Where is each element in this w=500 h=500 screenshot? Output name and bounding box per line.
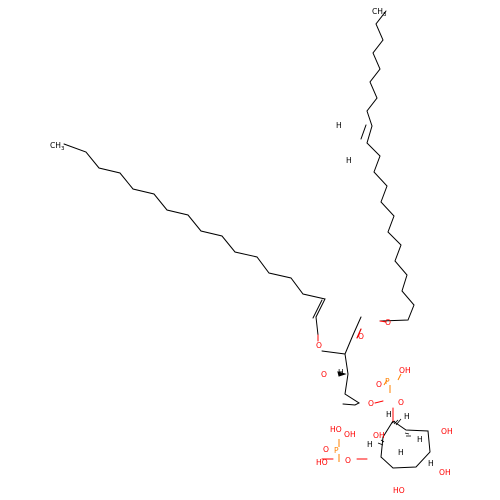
atom-label-h-ring-c: H (404, 412, 410, 421)
atom-label-h-vinyl-2: H (346, 156, 352, 165)
atom-label-h-vinyl-1: H (336, 121, 342, 130)
bond-lines (63, 10, 431, 469)
atom-label-h-glycerol: H (338, 368, 344, 377)
carbonyl-o-upper (379, 320, 387, 323)
atom-label-o-ester-left: O (321, 370, 327, 379)
atom-label-p-upper: P (385, 377, 390, 386)
hash-bond-ring-2 (377, 439, 385, 446)
atom-label-h-ring-e: H (428, 459, 434, 468)
atom-label-o-glycerol-p: O (368, 399, 374, 408)
atom-label-o-ring-p-lower: O (345, 456, 351, 465)
atom-label-ho-ring: HO (393, 486, 405, 495)
acyl-carbonyl-second-line (312, 299, 323, 319)
hetero-bond-lines (317, 320, 394, 460)
atom-label-ho-lower-p-top: HO (330, 425, 342, 434)
atom-label-o-p-double: O (376, 380, 382, 389)
atom-label-oh-lower-p-top: OH (344, 430, 356, 439)
atom-label-p-lower: P (334, 446, 339, 455)
atom-label-o-p-ring: O (398, 398, 404, 407)
atom-label-o-ester-upper: O (358, 332, 364, 341)
acyl-ester-o-bond (321, 350, 346, 355)
phosphorus-bond-lines (338, 373, 402, 462)
atom-label-oh-ring-a: OH (373, 431, 385, 440)
hash-bond-ring-3 (404, 432, 411, 437)
atom-label-oh-ring-b: OH (441, 427, 453, 436)
glycerol-backbone (342, 334, 361, 406)
atom-label-o-p-lower: O (323, 445, 329, 454)
p-bond-c (397, 373, 402, 381)
hash-bond-ring-1 (391, 418, 402, 426)
ester-carbonyl-bond-upper (352, 316, 362, 336)
atom-label-h-ring-d: H (417, 435, 423, 444)
atom-label-o-carbonyl-left: O (316, 341, 322, 350)
phosphate-o-glycerol (374, 400, 384, 404)
atom-label-h-ring-f: H (398, 448, 404, 457)
alkenyl-chain-lower (366, 125, 415, 322)
atom-labels: CH3 H H CH3 O O O O H P OH O O O HO OH P… (50, 7, 453, 495)
atom-label-o-carbonyl-upper: O (385, 318, 391, 327)
atom-label-ch3-left: CH3 (50, 141, 65, 152)
atom-label-ho-p-lower: HO (316, 458, 328, 467)
atom-label-h-ring-a: H (367, 440, 373, 449)
double-bond-second-line (360, 124, 367, 140)
atom-label-h-ring-b: H (386, 410, 392, 419)
atom-label-oh-ring-c: OH (439, 468, 451, 477)
p-bond-b (383, 379, 388, 386)
inositol-ring (380, 420, 431, 469)
wedge-bond-glycerol (337, 371, 347, 377)
ester-o-upper (356, 328, 362, 339)
acyl-chain-left (63, 143, 326, 336)
atom-label-ch3-top: CH3 (372, 7, 387, 18)
atom-label-oh-p-upper: OH (399, 366, 411, 375)
alkenyl-chain-upper (366, 10, 387, 127)
stereo-bonds (337, 371, 411, 446)
